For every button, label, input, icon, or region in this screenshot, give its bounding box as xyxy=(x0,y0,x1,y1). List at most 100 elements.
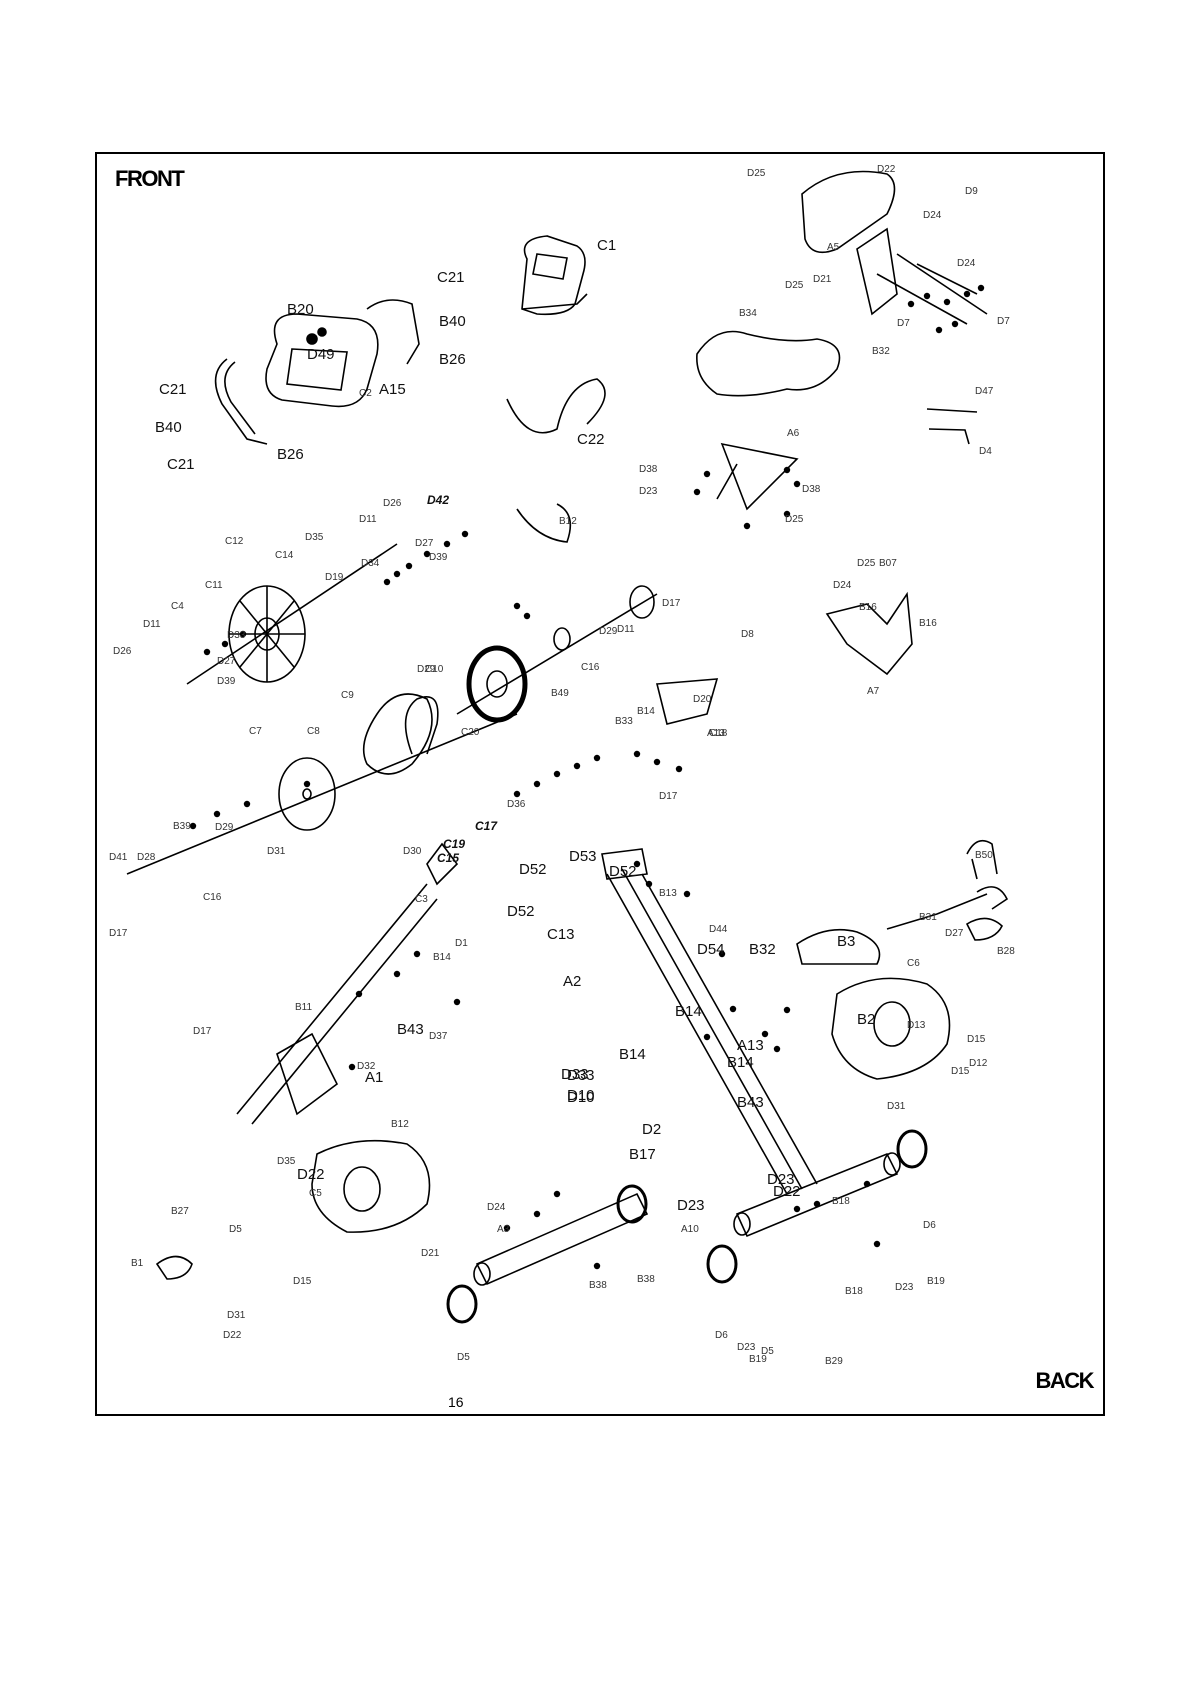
part-label: C15 xyxy=(437,851,459,865)
part-label: C17 xyxy=(475,819,498,833)
seat-plate-part xyxy=(716,442,799,511)
fastener-dot xyxy=(348,1063,356,1071)
part-label: C1 xyxy=(597,237,616,254)
part-label: D2 xyxy=(642,1121,661,1138)
pedal-right-part xyxy=(965,917,1003,941)
part-label: B33 xyxy=(615,716,633,727)
support-a7-part xyxy=(825,591,913,676)
part-label: D5 xyxy=(229,1224,242,1235)
fastener-dot xyxy=(239,630,247,638)
fastener-dot xyxy=(943,298,951,306)
fastener-dot xyxy=(593,754,601,762)
part-label: B29 xyxy=(825,1356,843,1367)
part-label: C9 xyxy=(341,690,354,701)
part-label: D11 xyxy=(143,619,161,630)
part-label: A6 xyxy=(787,428,800,439)
fastener-dot xyxy=(461,530,469,538)
fastener-dot xyxy=(355,990,363,998)
fastener-dot xyxy=(423,550,431,558)
fastener-dot xyxy=(951,320,959,328)
part-label: B20 xyxy=(287,301,314,318)
part-label: D52 xyxy=(507,903,535,920)
part-label: C6 xyxy=(907,958,920,969)
part-label: B14 xyxy=(619,1046,646,1063)
part-label: A15 xyxy=(379,381,406,398)
part-label: D38 xyxy=(639,464,658,475)
fastener-dot xyxy=(813,1200,821,1208)
case-b2-hub xyxy=(873,1001,911,1047)
fastener-dot xyxy=(413,950,421,958)
part-label: D23 xyxy=(639,486,658,497)
fastener-dot xyxy=(513,790,521,798)
fastener-dot xyxy=(303,780,311,788)
part-label: B43 xyxy=(397,1021,424,1038)
wire-c22 xyxy=(506,378,606,434)
part-label: D22 xyxy=(297,1166,325,1183)
fastener-dot xyxy=(383,578,391,586)
part-label: D19 xyxy=(325,572,344,583)
part-label: D7 xyxy=(997,316,1010,327)
part-label: B11 xyxy=(295,1002,312,1013)
part-label: B32 xyxy=(872,346,890,357)
part-label: C21 xyxy=(167,456,195,473)
part-label: D25 xyxy=(857,558,876,569)
part-label: D52 xyxy=(609,863,637,880)
part-label: D23 xyxy=(737,1342,756,1353)
part-label: D17 xyxy=(109,928,128,939)
fastener-dot xyxy=(863,1180,871,1188)
part-label: D22 xyxy=(773,1183,801,1200)
exploded-parts-diagram: C1C21B40B20D49A15C2B26C21B40C21B26C22D25… xyxy=(109,164,1015,1367)
part-label: C14 xyxy=(275,550,294,561)
part-label: D53 xyxy=(569,848,597,865)
part-label: D32 xyxy=(357,1061,376,1072)
fastener-dot xyxy=(443,540,451,548)
part-label: B1 xyxy=(131,1258,144,1269)
part-label: D49 xyxy=(307,346,335,363)
fastener-dot xyxy=(873,1240,881,1248)
part-label: A13 xyxy=(737,1037,764,1054)
fastener-dot xyxy=(393,570,401,578)
part-label: D12 xyxy=(969,1058,988,1069)
part-label: D24 xyxy=(957,258,976,269)
part-label: D11 xyxy=(617,624,635,635)
part-label: B18 xyxy=(845,1286,863,1297)
part-label: D24 xyxy=(487,1202,506,1213)
part-label: B40 xyxy=(155,419,182,436)
part-label: D38 xyxy=(802,484,821,495)
fastener-dot xyxy=(523,612,531,620)
part-label: C4 xyxy=(171,601,184,612)
part-label: D33 xyxy=(561,1066,589,1083)
part-label: A1 xyxy=(365,1069,383,1086)
part-label: D13 xyxy=(907,1020,926,1031)
part-label: C16 xyxy=(203,892,222,903)
case-b2-part xyxy=(831,977,951,1080)
fastener-dot xyxy=(573,762,581,770)
part-label: B34 xyxy=(739,308,757,319)
fastener-dot xyxy=(221,640,229,648)
part-label: A10 xyxy=(681,1224,699,1235)
part-label: D17 xyxy=(193,1026,212,1037)
part-label: B32 xyxy=(749,941,776,958)
part-label: B50 xyxy=(975,850,993,861)
diagram-frame: FRONT BACK xyxy=(95,152,1105,1416)
pulley-gear-part xyxy=(456,585,658,723)
fastener-dot xyxy=(783,510,791,518)
part-label: A3 xyxy=(497,1224,510,1235)
part-label: D15 xyxy=(293,1276,312,1287)
part-label: B38 xyxy=(589,1280,607,1291)
bracket-part xyxy=(966,839,998,880)
part-label: D25 xyxy=(785,280,804,291)
part-label: B18 xyxy=(832,1196,850,1207)
disc-part xyxy=(126,713,518,875)
part-label: C3 xyxy=(415,894,428,905)
part-label: D10 xyxy=(567,1089,595,1106)
fastener-dot xyxy=(743,522,751,530)
part-label: D31 xyxy=(227,1310,246,1321)
fastener-dot xyxy=(503,1224,511,1232)
part-label: B16 xyxy=(859,602,877,613)
part-label: D21 xyxy=(421,1248,440,1259)
part-label: D1 xyxy=(455,938,468,949)
part-label: D31 xyxy=(267,846,286,857)
part-label: D24 xyxy=(833,580,852,591)
part-drawings xyxy=(126,170,1009,1324)
